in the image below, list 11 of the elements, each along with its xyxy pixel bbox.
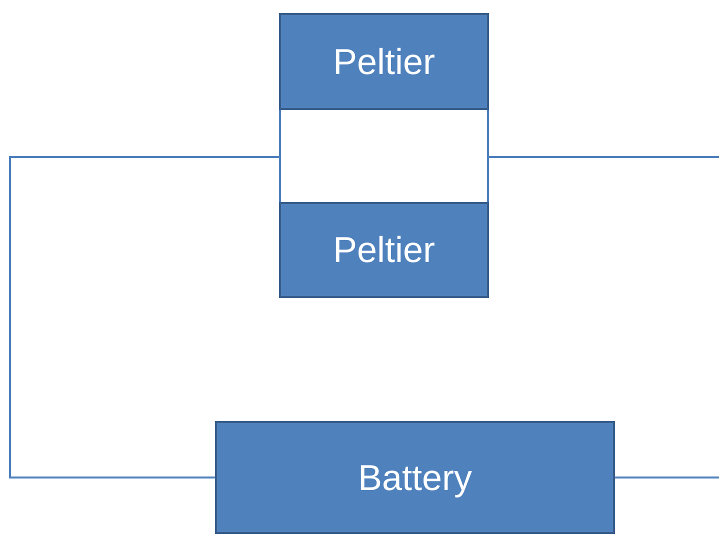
wire bbox=[279, 110, 281, 202]
component-box bbox=[279, 202, 489, 298]
wire bbox=[488, 156, 719, 158]
component-label: Peltier bbox=[332, 228, 436, 272]
component-label: Battery bbox=[358, 456, 472, 500]
component-label: Peltier bbox=[332, 40, 436, 84]
wire bbox=[615, 476, 719, 478]
wire bbox=[487, 110, 489, 202]
component-box bbox=[279, 13, 489, 110]
component-box bbox=[215, 421, 615, 534]
wire bbox=[9, 156, 280, 478]
